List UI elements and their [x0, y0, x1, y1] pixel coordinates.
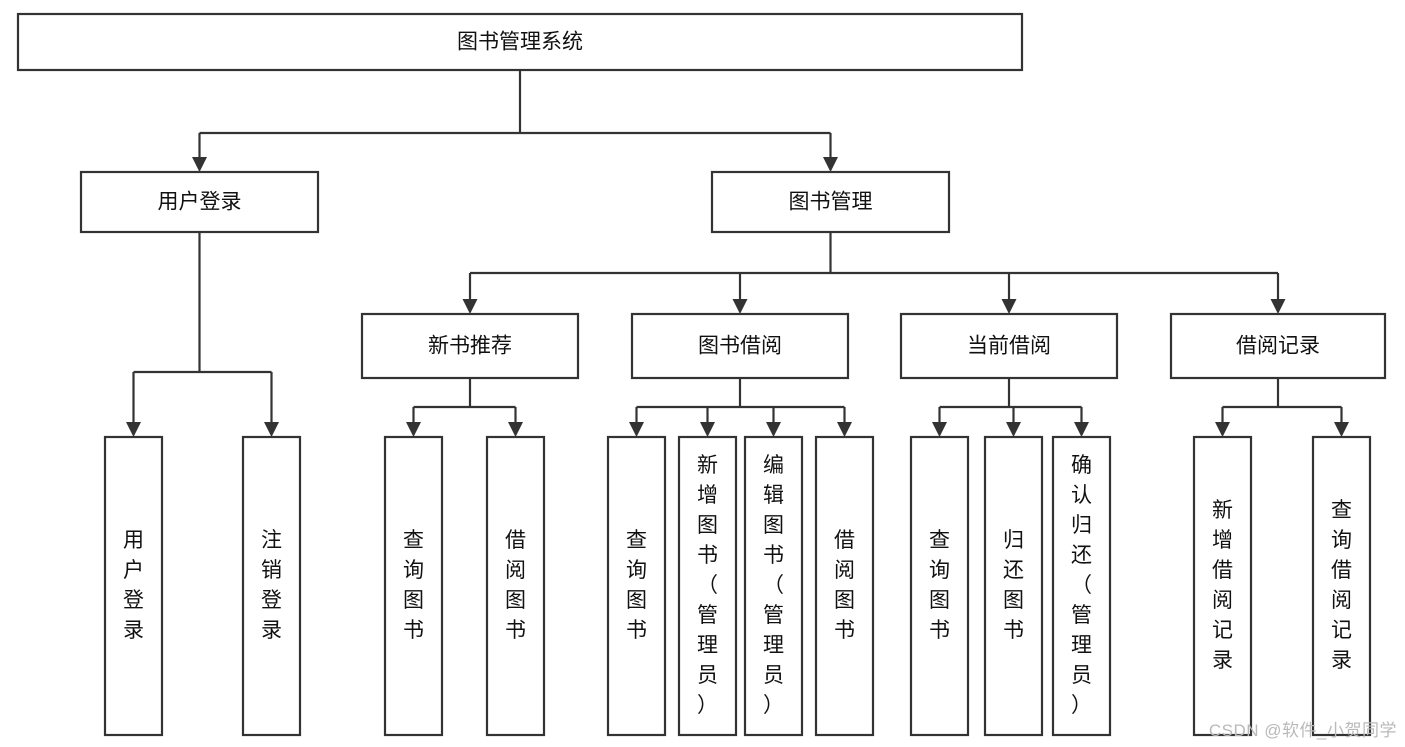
arrow-head [1334, 422, 1349, 437]
node-label: 查询借阅记录 [1331, 499, 1352, 672]
node-box [1192, 435, 1253, 737]
arrow-head [192, 157, 207, 172]
node-借阅图书[interactable]: 借阅图书 [814, 435, 875, 737]
node-label: 查询图书 [626, 529, 647, 642]
node-label: 编辑图书（管理员） [763, 454, 784, 717]
connector-group-用户登录 [126, 232, 279, 437]
node-新增图书管理员[interactable]: 新增图书（管理员） [677, 435, 738, 737]
node-label: 当前借阅 [967, 335, 1051, 358]
node-box [103, 435, 164, 737]
node-图书借阅[interactable]: 图书借阅 [630, 312, 850, 380]
node-label: 确认归还（管理员） [1071, 454, 1092, 717]
node-label: 新增借阅记录 [1212, 499, 1233, 672]
node-新增借阅记录[interactable]: 新增借阅记录 [1192, 435, 1253, 737]
node-label: 归还图书 [1003, 529, 1024, 642]
arrow-head [1270, 299, 1286, 314]
node-图书管理[interactable]: 图书管理 [710, 170, 951, 234]
node-归还图书[interactable]: 归还图书 [983, 435, 1044, 737]
node-图书管理系统[interactable]: 图书管理系统 [16, 12, 1024, 72]
node-当前借阅[interactable]: 当前借阅 [899, 312, 1119, 380]
connector-group-新书推荐 [406, 378, 523, 437]
node-box [79, 170, 320, 234]
node-查询图书[interactable]: 查询图书 [909, 435, 970, 737]
node-查询借阅记录[interactable]: 查询借阅记录 [1311, 435, 1372, 737]
node-label: 查询图书 [403, 529, 424, 642]
node-用户登录[interactable]: 用户登录 [79, 170, 320, 234]
node-box [485, 435, 546, 737]
arrow-head [406, 422, 421, 437]
node-编辑图书管理员[interactable]: 编辑图书（管理员） [743, 435, 804, 737]
node-查询图书[interactable]: 查询图书 [606, 435, 667, 737]
node-box [743, 435, 804, 737]
node-新书推荐[interactable]: 新书推荐 [360, 312, 580, 380]
node-借阅记录[interactable]: 借阅记录 [1169, 312, 1387, 380]
node-查询图书[interactable]: 查询图书 [383, 435, 444, 737]
arrow-head [264, 422, 279, 437]
node-box [710, 170, 951, 234]
node-box [909, 435, 970, 737]
arrow-head [1215, 422, 1230, 437]
node-label: 用户登录 [158, 191, 242, 214]
node-label: 注销登录 [261, 529, 282, 642]
node-box [606, 435, 667, 737]
arrow-head [629, 422, 644, 437]
node-box [1311, 435, 1372, 737]
node-box [899, 312, 1119, 380]
node-box [1169, 312, 1387, 380]
arrow-head [932, 422, 947, 437]
node-借阅图书[interactable]: 借阅图书 [485, 435, 546, 737]
connector-group-图书管理系统 [192, 70, 838, 172]
node-box [383, 435, 444, 737]
node-label: 借阅图书 [834, 529, 855, 642]
connector-group-借阅记录 [1215, 378, 1349, 437]
arrow-head [508, 422, 523, 437]
arrow-head [823, 157, 838, 172]
arrow-head [837, 422, 852, 437]
node-box [677, 435, 738, 737]
connector-group-图书管理 [462, 232, 1286, 314]
arrow-head [1074, 422, 1089, 437]
node-box [16, 12, 1024, 72]
node-box [241, 435, 302, 737]
arrow-head [700, 422, 715, 437]
connector-group-图书借阅 [629, 378, 852, 437]
node-box [1051, 435, 1112, 737]
arrow-head [1006, 422, 1021, 437]
node-box [814, 435, 875, 737]
node-label: 用户登录 [123, 529, 144, 642]
node-确认归还管理员[interactable]: 确认归还（管理员） [1051, 435, 1112, 737]
arrow-head [766, 422, 781, 437]
arrow-head [732, 299, 748, 314]
connector-group-当前借阅 [932, 378, 1089, 437]
node-label: 图书借阅 [698, 335, 782, 358]
node-注销登录[interactable]: 注销登录 [241, 435, 302, 737]
node-label: 新书推荐 [428, 335, 512, 358]
node-box [360, 312, 580, 380]
node-label: 图书管理 [789, 191, 873, 214]
arrow-head [126, 422, 141, 437]
node-用户登录[interactable]: 用户登录 [103, 435, 164, 737]
node-box [630, 312, 850, 380]
node-label: 图书管理系统 [457, 31, 583, 54]
node-label: 新增图书（管理员） [697, 454, 718, 717]
node-box [983, 435, 1044, 737]
node-label: 查询图书 [929, 529, 950, 642]
arrow-head [462, 299, 478, 314]
node-label: 借阅图书 [505, 529, 526, 642]
arrow-head [1001, 299, 1017, 314]
node-label: 借阅记录 [1236, 335, 1320, 358]
